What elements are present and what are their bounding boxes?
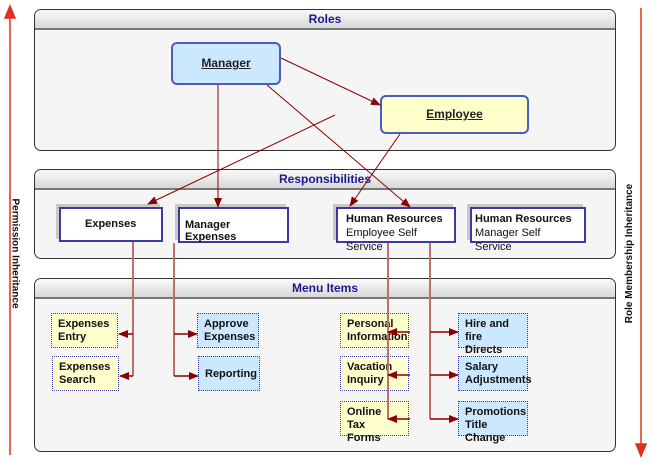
permission-inheritance-label: Permission Inheritance: [9, 198, 21, 309]
item-line: Vacation: [347, 361, 393, 373]
arrow-employee-expenses: [147, 114, 336, 205]
item-line: Online Tax: [347, 406, 382, 431]
item-line: Personal: [347, 318, 394, 330]
item-line: Inquiry: [347, 374, 384, 386]
resp-sublabel: Manager Self Service: [475, 227, 541, 253]
resp-manager-expenses[interactable]: Manager Expenses: [178, 207, 289, 243]
item-line: Expenses: [59, 361, 111, 373]
menu-items-header: Menu Items: [35, 279, 615, 299]
arrow-manager-employee: [280, 57, 381, 106]
roles-header: Roles: [35, 10, 615, 30]
resp-sublabel: Employee Self Service: [346, 227, 417, 253]
resp-label: Human Resources: [346, 213, 443, 225]
resp-expenses[interactable]: Expenses: [59, 207, 163, 242]
item-line: Directs: [465, 344, 503, 356]
item-line: Reporting: [205, 368, 257, 380]
menu-reporting[interactable]: Reporting: [198, 356, 260, 391]
roles-panel: Roles: [34, 9, 616, 151]
role-employee[interactable]: Employee: [380, 95, 529, 134]
resp-label: Manager Expenses: [185, 219, 237, 243]
item-line: Title Change: [465, 419, 506, 444]
item-line: Approve: [204, 318, 249, 330]
item-line: Entry: [58, 331, 87, 343]
role-membership-inheritance-label: Role Membership Inheritance: [624, 183, 636, 324]
item-line: Forms: [347, 432, 381, 444]
resp-label: Expenses: [85, 218, 137, 230]
arrow-employee-hr-ess: [349, 133, 401, 207]
item-line: Promotions: [465, 406, 527, 418]
item-line: Expenses: [58, 318, 110, 330]
item-line: Expenses: [204, 331, 256, 343]
role-manager[interactable]: Manager: [171, 42, 281, 85]
item-line: Adjustments: [465, 374, 532, 386]
arrow-manager-hr-mss: [266, 84, 411, 208]
item-line: Salary: [465, 361, 499, 373]
item-line: Search: [59, 374, 96, 386]
item-line: Hire and fire: [465, 318, 510, 343]
responsibilities-header: Responsibilities: [35, 170, 615, 190]
resp-label: Human Resources: [475, 213, 572, 225]
